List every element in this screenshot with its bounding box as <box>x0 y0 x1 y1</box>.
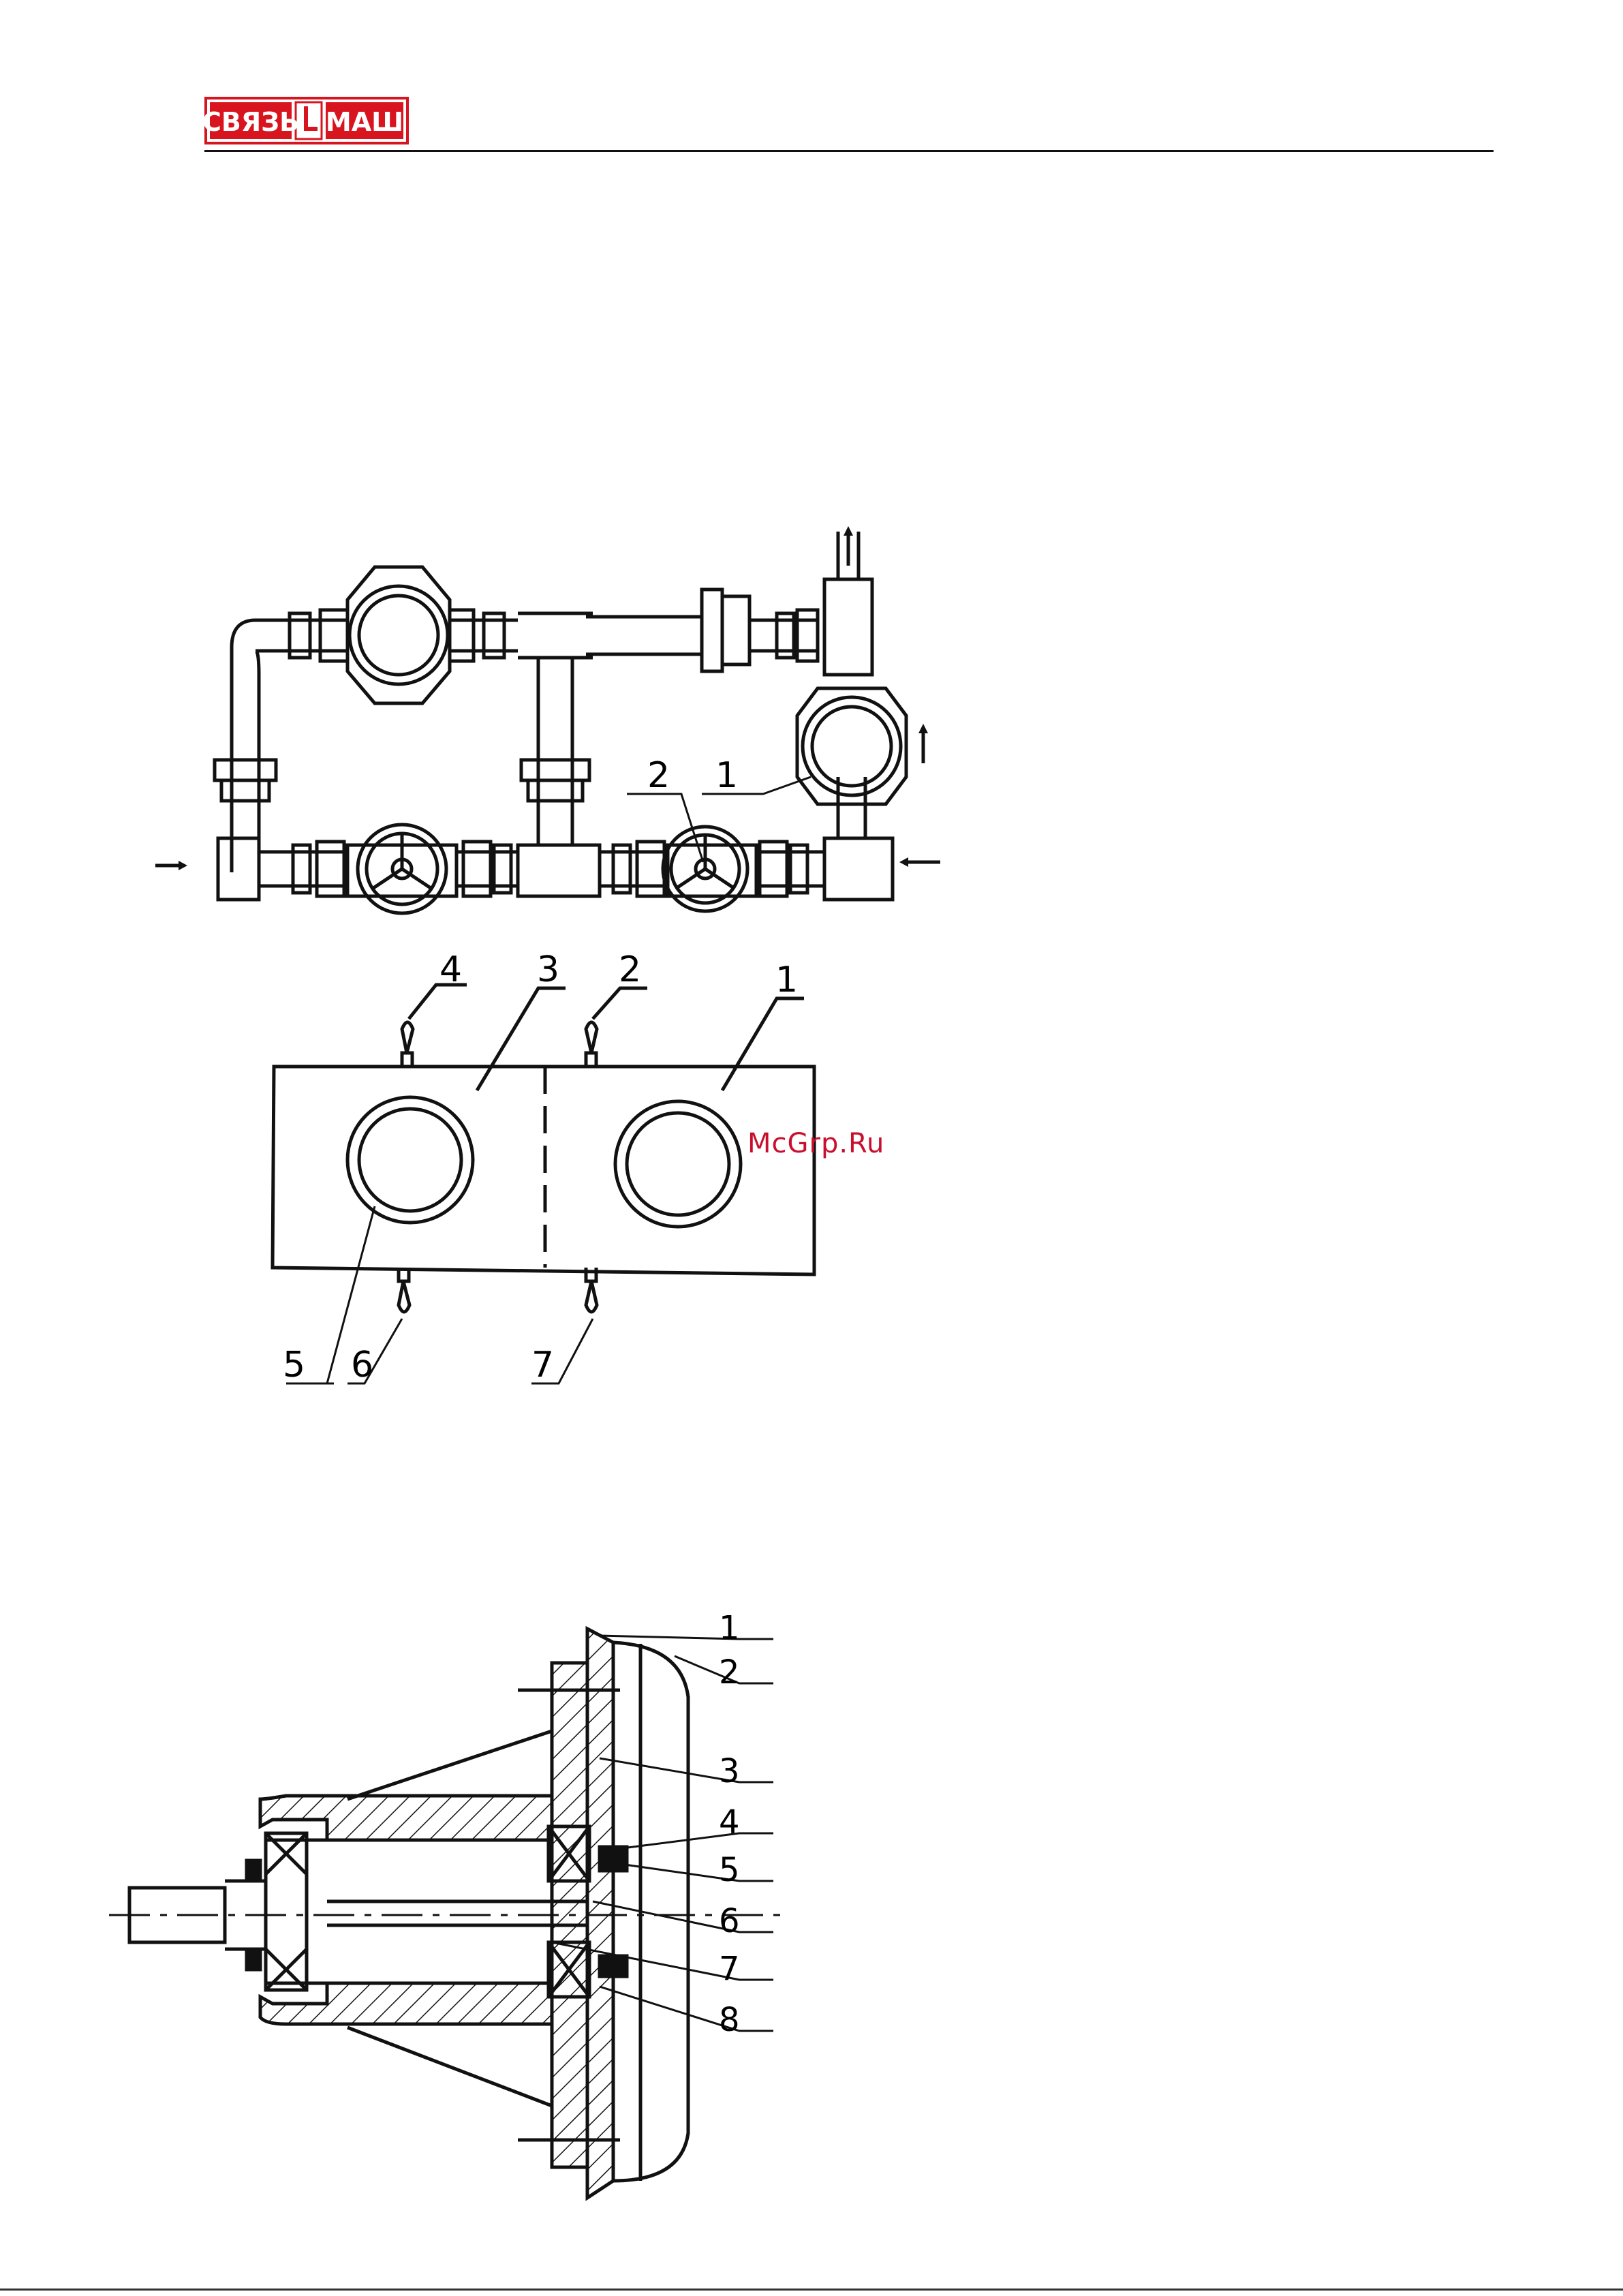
callout-label: 3 <box>719 1752 740 1790</box>
svg-text:СВЯЗЬ: СВЯЗЬ <box>204 107 299 137</box>
callout-label: 8 <box>719 2001 740 2039</box>
callout-label: 2 <box>619 949 641 990</box>
callout-label: 6 <box>719 1902 740 1940</box>
bottom-rule <box>0 2289 1623 2291</box>
callout-label: 2 <box>719 1653 740 1692</box>
callout-label: 5 <box>719 1851 740 1889</box>
header-rule <box>204 150 1494 152</box>
callout-label: 1 <box>715 755 738 796</box>
bearing-section-figure: 1 2 3 4 5 6 7 8 <box>102 1615 818 2215</box>
watermark-text: McGrp.Ru <box>747 1128 884 1159</box>
callout-label: 3 <box>537 949 559 990</box>
callout-label: 7 <box>531 1345 554 1386</box>
callout-label: 7 <box>719 1950 740 1988</box>
callout-label: 4 <box>439 949 462 990</box>
pipe-manifold-figure: 2 1 <box>136 518 954 927</box>
brand-logo: СВЯЗЬ МАШ <box>204 97 409 144</box>
callout-label: 2 <box>647 755 670 796</box>
svg-text:МАШ: МАШ <box>326 107 403 137</box>
callout-label: 5 <box>283 1345 305 1386</box>
callout-label: 1 <box>719 1615 740 1647</box>
block-schematic-figure: 4 3 2 1 5 6 7 <box>259 947 899 1411</box>
callout-label: 4 <box>719 1803 740 1841</box>
callout-label: 6 <box>351 1345 373 1386</box>
callout-label: 1 <box>775 960 798 1000</box>
